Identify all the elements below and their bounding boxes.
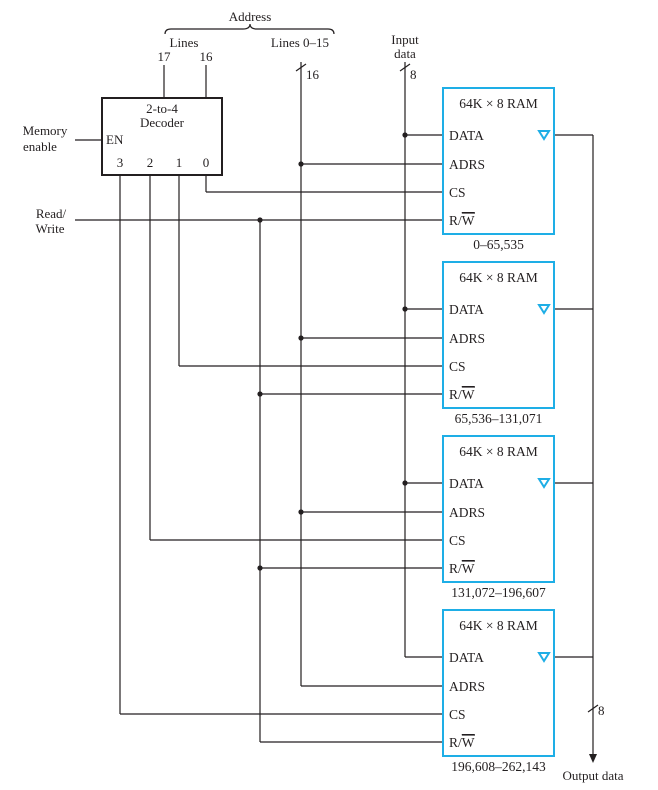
- ram-chip-1: 64K × 8 RAM DATA ADRS CS R/W 65,536–131,071: [442, 261, 555, 426]
- decoder-title-1: 2-to-4: [146, 101, 178, 116]
- pin-cs: CS: [449, 185, 466, 200]
- tristate-output-icon: [537, 652, 551, 663]
- pin-rw: R/W: [449, 561, 475, 576]
- pin-data: DATA: [449, 128, 484, 143]
- pin-cs: CS: [449, 359, 466, 374]
- high-lines-label: Lines: [170, 35, 199, 50]
- pin-rw-w-bar: W: [462, 561, 475, 576]
- data-in-junction-ram-0: [402, 132, 408, 138]
- pin-adrs: ADRS: [449, 157, 485, 172]
- tristate-output-icon: [537, 304, 551, 315]
- ram-address-range: 131,072–196,607: [451, 585, 546, 600]
- decoder-output-1-label: 1: [176, 155, 183, 170]
- address-brace: [164, 23, 335, 35]
- pin-rw-r: R/: [449, 213, 462, 228]
- pin-rw-w-bar: W: [462, 387, 475, 402]
- output-data-label: Output data: [562, 768, 623, 783]
- rw-junction-ram-2: [257, 565, 263, 571]
- line16-label: 16: [200, 49, 214, 64]
- ram-chip-2: 64K × 8 RAM DATA ADRS CS R/W 131,072–196,607: [442, 435, 555, 600]
- rw-junction-ram-0: [257, 217, 263, 223]
- pin-adrs: ADRS: [449, 331, 485, 346]
- ram-title: 64K × 8 RAM: [459, 618, 538, 633]
- pin-rw-r: R/: [449, 561, 462, 576]
- input-data-label-2: data: [394, 46, 416, 61]
- adrs-junction-ram-2: [298, 509, 304, 515]
- pin-rw-w-bar: W: [462, 735, 475, 750]
- ram-box: [442, 609, 555, 757]
- address-label: Address: [229, 9, 272, 24]
- ram-address-range: 196,608–262,143: [451, 759, 546, 774]
- pin-rw: R/W: [449, 213, 475, 228]
- ram-address-range: 65,536–131,071: [455, 411, 543, 426]
- output-arrow-icon: [589, 754, 597, 763]
- decoder-output-2-label: 2: [147, 155, 154, 170]
- read-write-label-2: Write: [35, 221, 64, 236]
- pin-data: DATA: [449, 476, 484, 491]
- memory-enable-label-1: Memory: [23, 123, 68, 138]
- memory-enable-label-2: enable: [23, 139, 57, 154]
- pin-rw: R/W: [449, 387, 475, 402]
- ram-box: [442, 435, 555, 583]
- ram-title: 64K × 8 RAM: [459, 270, 538, 285]
- decoder-box: [101, 97, 223, 176]
- ram-chip-3: 64K × 8 RAM DATA ADRS CS R/W 196,608–262,143: [442, 609, 555, 774]
- ram-box: [442, 87, 555, 235]
- pin-data: DATA: [449, 302, 484, 317]
- adrs-junction-ram-1: [298, 335, 304, 341]
- output-bus-slash: [587, 704, 599, 713]
- data-in-junction-ram-2: [402, 480, 408, 486]
- read-write-label-1: Read/: [36, 206, 67, 221]
- pin-cs: CS: [449, 707, 466, 722]
- ram-title: 64K × 8 RAM: [459, 444, 538, 459]
- input-data-label-1: Input: [391, 32, 419, 47]
- pin-adrs: ADRS: [449, 505, 485, 520]
- pin-rw: R/W: [449, 735, 475, 750]
- line17-label: 17: [158, 49, 172, 64]
- input-bus-width: 8: [410, 67, 417, 82]
- rw-junction-ram-1: [257, 391, 263, 397]
- pin-rw-r: R/: [449, 387, 462, 402]
- pin-cs: CS: [449, 533, 466, 548]
- ram-box: [442, 261, 555, 409]
- tristate-output-icon: [537, 130, 551, 141]
- decoder-output-3-label: 3: [117, 155, 124, 170]
- adrs-junction-ram-0: [298, 161, 304, 167]
- ram-address-range: 0–65,535: [473, 237, 524, 252]
- pin-rw-w-bar: W: [462, 213, 475, 228]
- low-lines-label: Lines 0–15: [271, 35, 329, 50]
- pin-data: DATA: [449, 650, 484, 665]
- ram-chip-0: 64K × 8 RAM DATA ADRS CS R/W 0–65,535: [442, 87, 555, 252]
- address-bus-width: 16: [306, 67, 320, 82]
- decoder-title-2: Decoder: [140, 115, 185, 130]
- ram-title: 64K × 8 RAM: [459, 96, 538, 111]
- pin-rw-r: R/: [449, 735, 462, 750]
- pin-adrs: ADRS: [449, 679, 485, 694]
- tristate-output-icon: [537, 478, 551, 489]
- output-bus-width: 8: [598, 703, 605, 718]
- decoder-enable-pin: EN: [106, 132, 124, 147]
- wires-layer: [75, 62, 594, 755]
- decoder-output-0-label: 0: [203, 155, 210, 170]
- decoder: 2-to-4 Decoder EN 3 2 1 0: [101, 97, 223, 176]
- data-in-junction-ram-1: [402, 306, 408, 312]
